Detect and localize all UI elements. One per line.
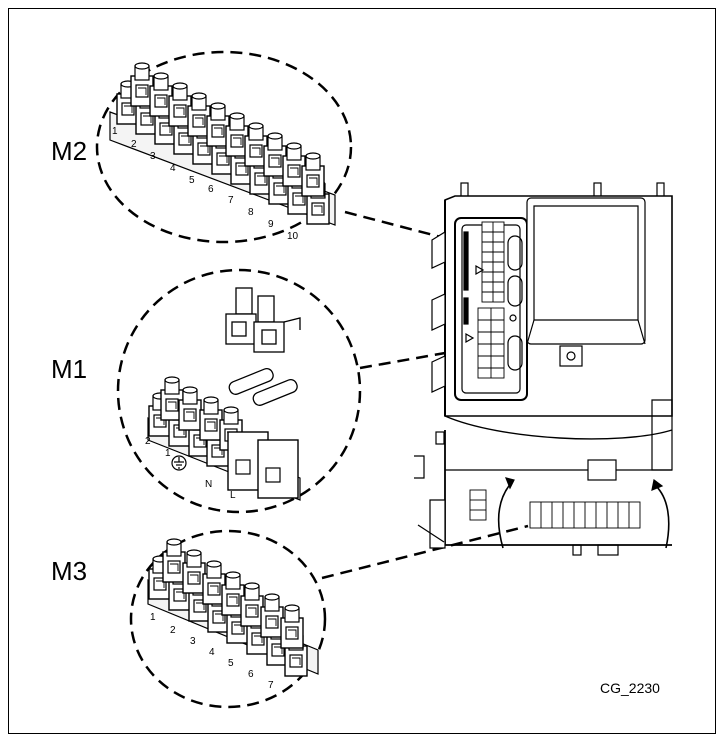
m2-terminal-3: 3 (150, 151, 156, 162)
m3-leader-line (321, 524, 529, 580)
m2-terminal-1: 1 (112, 126, 118, 137)
m1-terminal-block (147, 376, 301, 501)
m2-terminal-5: 5 (189, 175, 195, 186)
m3-terminal-1: 1 (150, 612, 156, 623)
fuses (228, 367, 298, 406)
m1-label: M1 (51, 354, 87, 384)
m3-terminal-7: 7 (268, 680, 274, 691)
m1-terminal-2: 2 (145, 436, 151, 447)
m2-terminal-10: 10 (287, 231, 299, 242)
figure-frame (8, 8, 716, 734)
m3-terminal-4: 4 (209, 647, 215, 658)
m3-terminal-3: 3 (190, 636, 196, 647)
figure-reference-code: CG_2230 (600, 680, 660, 696)
m3-terminal-6: 6 (248, 669, 254, 680)
m2-terminal-block (109, 62, 336, 226)
ground-icon (171, 455, 187, 471)
m2-label: M2 (51, 136, 87, 166)
m2-terminal-4: 4 (170, 163, 176, 174)
m2-dashed-outline (95, 50, 353, 244)
m2-detail: M2 1 2 3 4 5 (51, 50, 461, 244)
m2-terminal-8: 8 (248, 207, 254, 218)
m1-terminal-l: L (230, 490, 236, 501)
m1-detail: M1 (51, 268, 463, 514)
m3-terminal-2: 2 (170, 625, 176, 636)
m1-terminal-1: 1 (165, 448, 171, 459)
m2-terminal-6: 6 (208, 184, 214, 195)
m3-terminal-5: 5 (228, 658, 234, 669)
spare-fuse-holders (225, 287, 301, 353)
m2-terminal-2: 2 (131, 139, 137, 150)
m1-dashed-outline (116, 268, 362, 514)
m1-terminal-n: N (205, 479, 212, 490)
m3-dashed-outline (129, 529, 327, 709)
m3-label: M3 (51, 556, 87, 586)
m2-terminal-9: 9 (268, 219, 274, 230)
m3-detail: M3 1 2 3 4 5 6 7 (51, 524, 529, 709)
m3-terminal-block (147, 538, 319, 677)
m2-terminal-7: 7 (228, 195, 234, 206)
appliance-housing (414, 182, 673, 556)
